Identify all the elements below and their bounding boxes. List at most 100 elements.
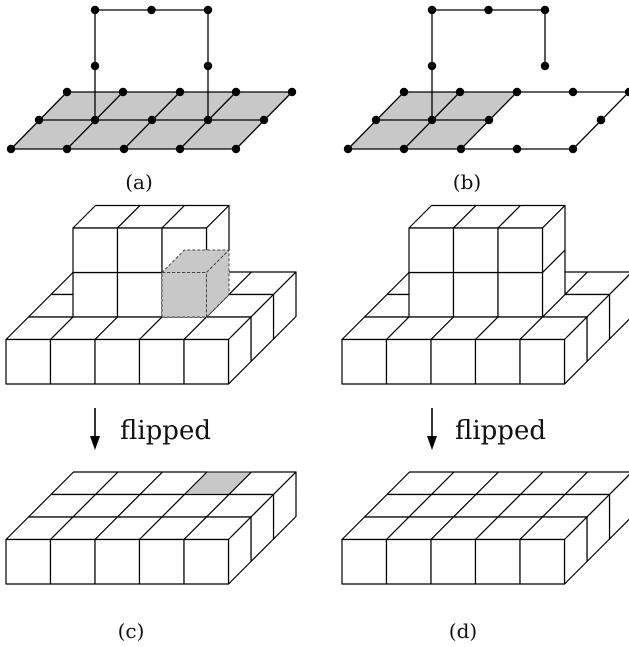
vertex-dot — [596, 115, 606, 125]
cube — [183, 316, 252, 385]
cube-front-face — [497, 271, 544, 318]
cube — [519, 516, 588, 585]
cube-front-face — [72, 227, 119, 274]
cube — [94, 316, 163, 385]
cube-front-face — [341, 538, 388, 585]
vertex-dot — [147, 115, 157, 125]
cube-front-face — [452, 271, 499, 318]
cube-front-face — [341, 338, 388, 385]
caption-c: (c) — [118, 619, 145, 643]
flip-arrow-right — [427, 408, 437, 450]
caption-d: (d) — [449, 619, 477, 643]
cube-front-face — [408, 227, 455, 274]
cube — [72, 271, 119, 318]
vertex-dot — [203, 5, 213, 15]
flip-arrow-left — [90, 408, 100, 450]
cube — [497, 204, 566, 274]
vertex-dot — [512, 87, 522, 97]
dashed-side-face — [206, 248, 230, 319]
cube — [385, 516, 455, 585]
vertex-dot — [259, 115, 269, 125]
vertex-dot — [147, 5, 156, 15]
vertex-dot — [175, 144, 185, 154]
cube — [341, 516, 410, 585]
vertex-dot — [624, 87, 629, 97]
vertex-dot — [427, 61, 437, 71]
vertex-dot — [399, 87, 409, 97]
cube-front-face — [72, 271, 119, 318]
cube-front-face — [5, 338, 52, 385]
vertex-dot — [568, 144, 578, 154]
vertex-dot — [427, 5, 437, 15]
flipped-label-left: flipped — [120, 416, 211, 446]
vertex-dot — [540, 61, 550, 71]
vertex-dot — [231, 144, 241, 154]
vertex-dot — [175, 87, 185, 97]
cube-front-face — [116, 227, 163, 274]
vertex-dot — [456, 144, 466, 154]
cube-front-face — [474, 538, 521, 585]
cube-front-face — [385, 338, 432, 385]
cube-front-face — [408, 271, 455, 318]
vertex-dot — [118, 87, 128, 97]
cube-front-face — [519, 338, 566, 385]
cube-front-face — [94, 338, 141, 385]
vertex-dot — [343, 144, 353, 154]
panel-c-cubes — [5, 471, 297, 585]
cube-front-face — [430, 538, 477, 585]
vertex-dot — [62, 87, 72, 97]
panel-left-cubes-top — [5, 204, 297, 385]
cube — [5, 316, 74, 385]
flipped-label-right: flipped — [455, 416, 546, 446]
panel-a-graph — [6, 5, 297, 154]
vertex-dot — [62, 144, 72, 154]
highlighted-cube — [160, 248, 231, 319]
cube-front-face — [49, 538, 96, 585]
vertex-dot — [371, 115, 381, 125]
vertex-dot — [540, 5, 550, 15]
vertex-dot — [90, 115, 100, 125]
cube — [408, 204, 477, 274]
cube — [408, 271, 455, 318]
vertex-dot — [90, 5, 100, 15]
vertex-dot — [203, 61, 213, 71]
caption-b: (b) — [453, 170, 481, 194]
panel-right-cubes-top — [341, 204, 629, 385]
cube-front-face — [116, 271, 163, 318]
vertex-dot — [568, 87, 578, 97]
vertex-dot — [484, 5, 493, 15]
cube — [49, 316, 119, 385]
vertex-dot — [484, 115, 494, 125]
cube — [183, 516, 252, 585]
cube — [138, 516, 208, 585]
panel-b-graph — [343, 5, 629, 154]
vertex-dot — [287, 87, 297, 97]
cube-front-face — [183, 538, 230, 585]
cube-front-face — [452, 227, 499, 274]
cube-front-face — [497, 227, 544, 274]
cube — [519, 316, 588, 385]
panel-d-cubes — [341, 471, 629, 585]
vertex-dot — [119, 144, 129, 154]
cube-front-face — [5, 538, 52, 585]
cube-front-face — [138, 338, 185, 385]
vertex-dot — [203, 115, 213, 125]
vertex-dot — [34, 115, 44, 125]
vertex-dot — [399, 144, 409, 154]
cube-front-face — [49, 338, 96, 385]
vertex-dot — [427, 115, 437, 125]
cube — [116, 204, 186, 274]
cube-front-face — [519, 538, 566, 585]
vertex-dot — [231, 87, 241, 97]
cube — [430, 516, 499, 585]
cube-front-face — [94, 538, 141, 585]
vertex-dot — [90, 61, 100, 71]
cube-front-face — [183, 338, 230, 385]
cube-front-face — [138, 538, 185, 585]
dashed-front-face — [161, 272, 207, 318]
caption-a: (a) — [125, 170, 153, 194]
cube — [94, 516, 163, 585]
cube-front-face — [474, 338, 521, 385]
cube — [452, 271, 499, 318]
